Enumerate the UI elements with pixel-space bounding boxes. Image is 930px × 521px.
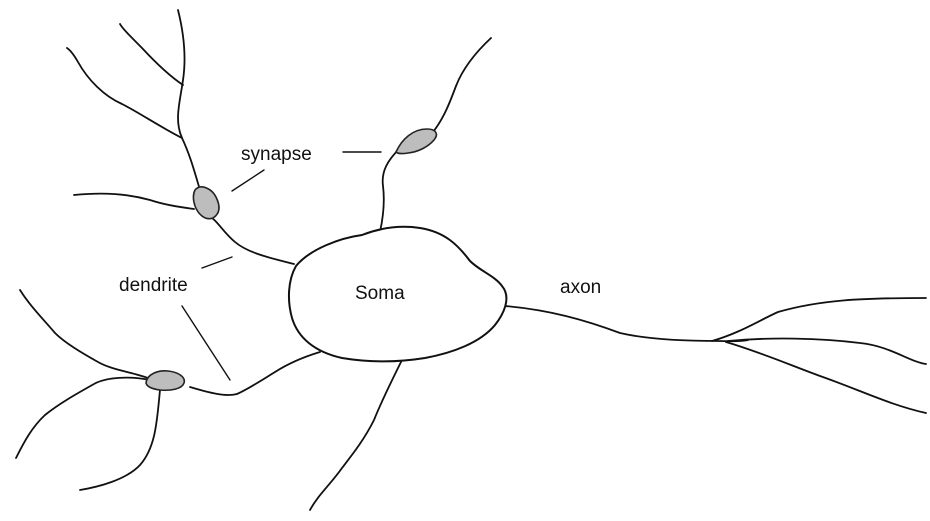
synapse-marker-upper-middle: [396, 129, 436, 154]
synapse-leader-line-left: [232, 170, 264, 191]
soma-label: Soma: [355, 283, 405, 304]
dendrite-lower-middle: [310, 360, 402, 510]
axon-fibers: [505, 298, 926, 413]
synapse-marker-lower-left: [146, 371, 184, 390]
synapse-label: synapse: [241, 144, 312, 165]
axon-label: axon: [560, 277, 601, 298]
dendrite-leader-line-lower: [182, 306, 230, 380]
dendrite-label: dendrite: [119, 275, 188, 296]
dendrite-upper-left: [67, 10, 294, 264]
synapse-marker-upper-left: [194, 187, 220, 219]
dendrite-leader-line-upper: [202, 257, 232, 268]
